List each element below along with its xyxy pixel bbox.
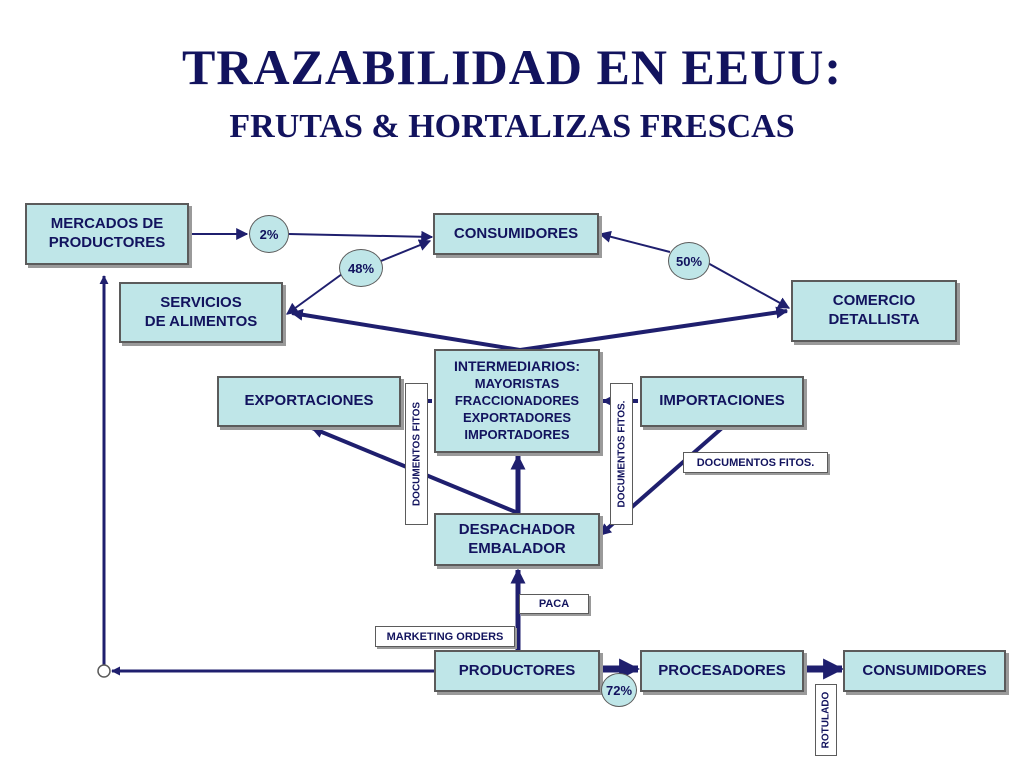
node-intermediarios: INTERMEDIARIOS: MAYORISTAS FRACCIONADORE… (434, 349, 600, 453)
percent-50: 50% (668, 242, 710, 280)
arrow-2pct-to-consumidores (288, 230, 434, 243)
node-label: CONSUMIDORES (862, 661, 987, 679)
node-sublabel: IMPORTADORES (464, 426, 570, 442)
node-mercados-de-productores: MERCADOS DE PRODUCTORES (25, 203, 189, 265)
page-title: TRAZABILIDAD EN EEUU: (182, 39, 842, 95)
node-label: IMPORTACIONES (659, 392, 785, 410)
arrow-50pct-to-comercio (705, 261, 791, 309)
node-label: DESPACHADOR EMBALADOR (458, 520, 576, 557)
node-importaciones: IMPORTACIONES (640, 376, 804, 427)
node-label: DE ALIMENTOS (144, 312, 258, 330)
percent-72: 72% (601, 673, 637, 707)
node-label: CONSUMIDORES (453, 224, 579, 242)
vtag-label: ROTULADO (820, 691, 832, 749)
node-sublabel: MAYORISTAS (474, 375, 560, 391)
arrow-48pct-to-servicios (286, 273, 343, 315)
node-sublabel: EXPORTADORES (462, 409, 572, 425)
vtag-documentos-fitos-right: DOCUMENTOS FITOS. (610, 383, 633, 525)
vtag-documentos-fitos-left: DOCUMENTOS FITOS (405, 383, 428, 525)
percent-2: 2% (249, 215, 289, 253)
node-label: INTERMEDIARIOS: (454, 358, 580, 375)
node-label: EXPORTACIONES (244, 392, 374, 410)
tag-documentos-fitos: DOCUMENTOS FITOS. (683, 452, 828, 473)
arrow-50pct-to-consumidores (598, 230, 671, 253)
loop-junction (97, 664, 111, 678)
arrow-intermediarios-to-comercio (519, 306, 789, 352)
tag-marketing-orders: MARKETING ORDERS (375, 626, 515, 647)
node-label: PRODUCTORES (458, 661, 576, 679)
arrow-intermediarios-to-servicios (290, 308, 521, 352)
node-sublabel: FRACCIONADORES (454, 392, 580, 408)
node-label: COMERCIO DETALLISTA (828, 292, 920, 328)
vtag-rotulado: ROTULADO (815, 684, 837, 756)
node-label: SERVICIOS (160, 293, 242, 311)
node-procesadores: PROCESADORES (640, 650, 804, 692)
node-label: PROCESADORES (658, 661, 786, 679)
arrow-48pct-to-consumidores (380, 239, 432, 262)
node-comercio-detallista: COMERCIO DETALLISTA (791, 280, 957, 342)
tag-paca: PACA (519, 594, 589, 614)
vtag-label: DOCUMENTOS FITOS (411, 401, 422, 507)
node-consumidores-bottom: CONSUMIDORES (843, 650, 1006, 692)
node-exportaciones: EXPORTACIONES (217, 376, 401, 427)
percent-48: 48% (339, 249, 383, 287)
page-subtitle: FRUTAS & HORTALIZAS FRESCAS (229, 108, 795, 145)
node-productores: PRODUCTORES (434, 650, 600, 692)
node-consumidores-top: CONSUMIDORES (433, 213, 599, 255)
node-label: MERCADOS DE PRODUCTORES (48, 215, 166, 251)
node-servicios-de-alimentos: SERVICIOS DE ALIMENTOS (119, 282, 283, 343)
node-despachador-embalador: DESPACHADOR EMBALADOR (434, 513, 600, 566)
vtag-label: DOCUMENTOS FITOS. (616, 400, 627, 508)
